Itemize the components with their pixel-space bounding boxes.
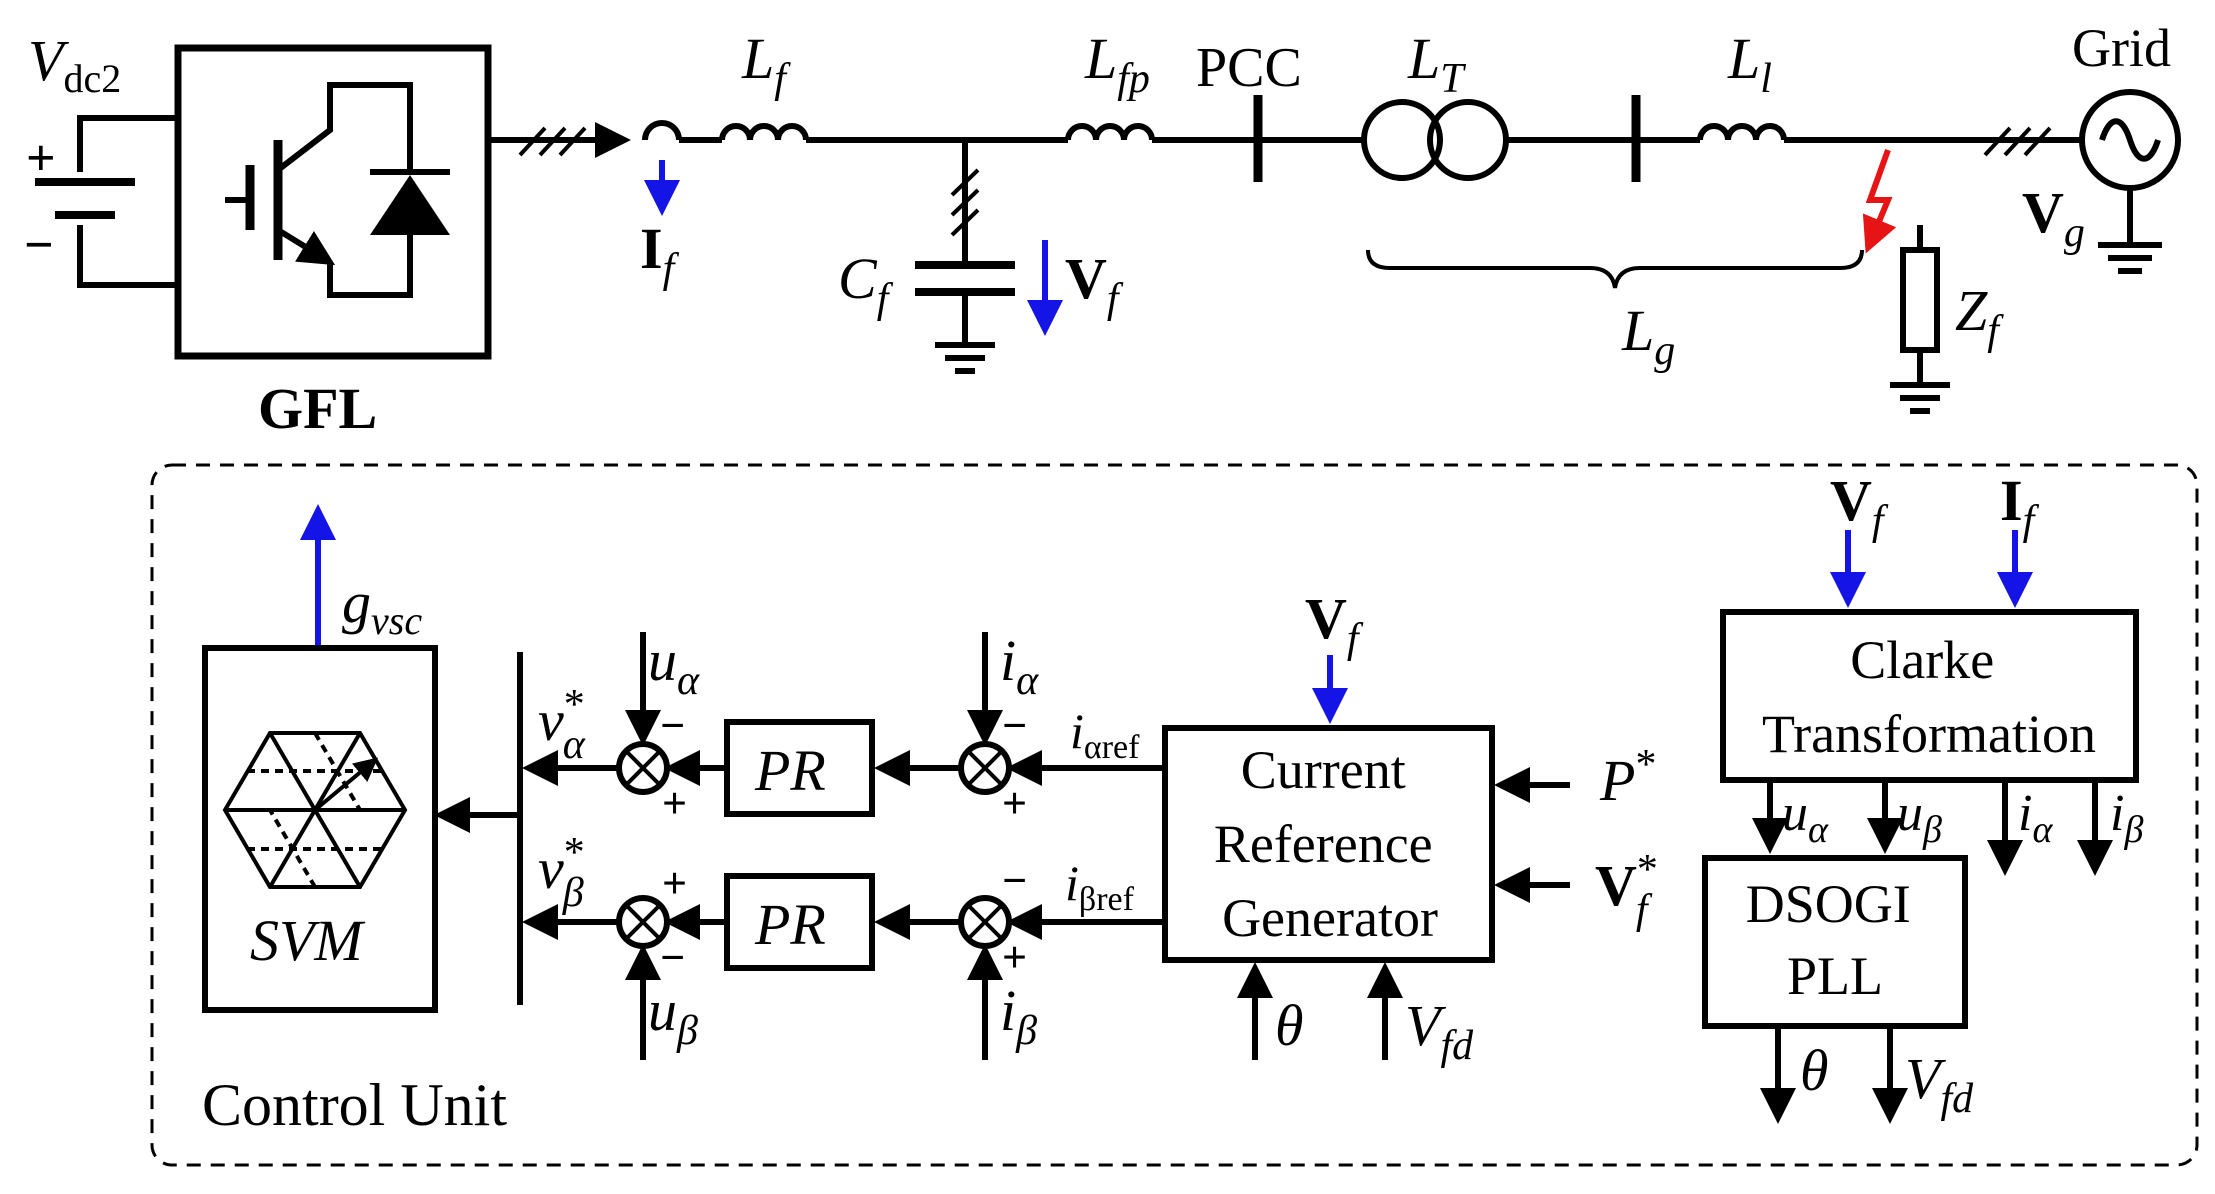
- pll-out-vfd: Vfd: [1905, 1046, 1974, 1122]
- cf-label: Cf: [838, 246, 894, 322]
- v-beta-star-label: v*β: [538, 830, 585, 916]
- vdc-label: Vdc2: [28, 28, 121, 101]
- pcc-label: PCC: [1196, 37, 1302, 99]
- crg-vf-label: Vf: [1305, 586, 1364, 662]
- upper-alpha-path: iαref iα − + PR uα − + v*α: [522, 628, 1165, 828]
- svg-text:Current Reference: Current Reference Generator: [1214, 740, 1446, 948]
- u-beta-label: uβ: [648, 978, 698, 1054]
- dc-source: + − Vdc2: [24, 28, 175, 288]
- fault-branch: Zf: [1862, 148, 2004, 414]
- clarke-out-u-alpha: uα: [1782, 785, 1829, 851]
- upper-sum2-minus: −: [1002, 701, 1027, 750]
- i-alpha-ref-label: iαref: [1070, 703, 1140, 766]
- svm-label: SVM: [250, 908, 365, 973]
- converter-box: GFL: [174, 44, 492, 441]
- lg-label: Lg: [1621, 298, 1675, 374]
- p-star-label: P*: [1599, 742, 1656, 813]
- lfp-label: Lfp: [1084, 26, 1150, 102]
- power-stage: + − Vdc2 GFL: [24, 18, 2181, 441]
- vf-label: Vf: [1065, 246, 1124, 322]
- if-label: If: [640, 216, 680, 292]
- i-alpha-label: iα: [1000, 628, 1039, 704]
- clarke-transformation: Clarke Transformation Vf If uα uβ iα iβ: [1720, 468, 2143, 876]
- i-beta-label: iβ: [1000, 978, 1037, 1054]
- main-line: [488, 95, 2082, 182]
- lower-sum1-plus: +: [662, 859, 687, 908]
- grid-label: Grid: [2072, 18, 2171, 78]
- converter-label: GFL: [258, 376, 377, 441]
- dc-minus: −: [24, 217, 54, 274]
- upper-sum1-minus: −: [660, 701, 685, 750]
- upper-sum2-plus: +: [1002, 779, 1027, 828]
- lt-label: LT: [1407, 26, 1466, 102]
- filter-capacitor: Cf: [838, 140, 1015, 374]
- lower-sum2-minus: −: [1002, 856, 1027, 905]
- pll-line-1: DSOGI: [1746, 874, 1911, 934]
- clarke-if-label: If: [2000, 468, 2040, 544]
- pll-line-2: PLL: [1787, 946, 1883, 1006]
- v-alpha-star-label: v*α: [538, 682, 586, 768]
- clarke-line-2: Transformation: [1762, 704, 2096, 764]
- lf-label: Lf: [741, 26, 791, 102]
- ll-label: Ll: [1727, 26, 1772, 102]
- pr-upper-label: PR: [754, 738, 826, 803]
- lower-sum1-minus: −: [660, 933, 685, 982]
- grid-source: Grid Vg: [2022, 18, 2181, 274]
- lg-brace: Lg: [1366, 249, 1864, 374]
- upper-sum1-plus: +: [662, 779, 687, 828]
- svg-text:Clarke Transformation: Clarke Transformation: [1762, 630, 2096, 764]
- vfd-in-label: Vfd: [1405, 993, 1474, 1069]
- crg-line-3: Generator: [1222, 888, 1438, 948]
- lower-sum2-plus: +: [1002, 933, 1027, 982]
- crg-line-1: Current: [1241, 740, 1406, 800]
- zf-label: Zf: [1955, 278, 2004, 354]
- clarke-out-i-alpha: iα: [2018, 785, 2053, 851]
- control-unit: Control Unit gvsc SVM iαref: [150, 463, 2199, 1167]
- clarke-out-u-beta: uβ: [1897, 785, 1942, 851]
- clarke-out-i-beta: iβ: [2110, 785, 2143, 851]
- i-beta-ref-label: iβref: [1065, 855, 1135, 918]
- crg-line-2: Reference: [1214, 814, 1433, 874]
- lower-beta-path: iβref iβ − + PR uβ + − v*β: [522, 830, 1165, 1060]
- dsogi-pll: DSOGI PLL θ Vfd: [1702, 855, 1974, 1124]
- vg-label: Vg: [2022, 180, 2085, 256]
- svg-text:DSOGI PLL: DSOGI PLL: [1746, 874, 1925, 1006]
- theta-in-label: θ: [1275, 993, 1304, 1058]
- pll-out-theta: θ: [1800, 1038, 1829, 1103]
- gvsc-label: gvsc: [342, 570, 422, 643]
- pr-lower-label: PR: [754, 892, 826, 957]
- vf-star-label: V*f: [1595, 847, 1658, 933]
- control-unit-title: Control Unit: [202, 1072, 507, 1138]
- clarke-vf-label: Vf: [1830, 468, 1889, 544]
- dc-plus: +: [26, 130, 56, 187]
- current-reference-generator: Current Reference Generator Vf P* V*f θ …: [1162, 586, 1658, 1069]
- svm-block: SVM: [202, 645, 438, 1013]
- u-alpha-label: uα: [648, 628, 700, 704]
- clarke-line-1: Clarke: [1850, 630, 1994, 690]
